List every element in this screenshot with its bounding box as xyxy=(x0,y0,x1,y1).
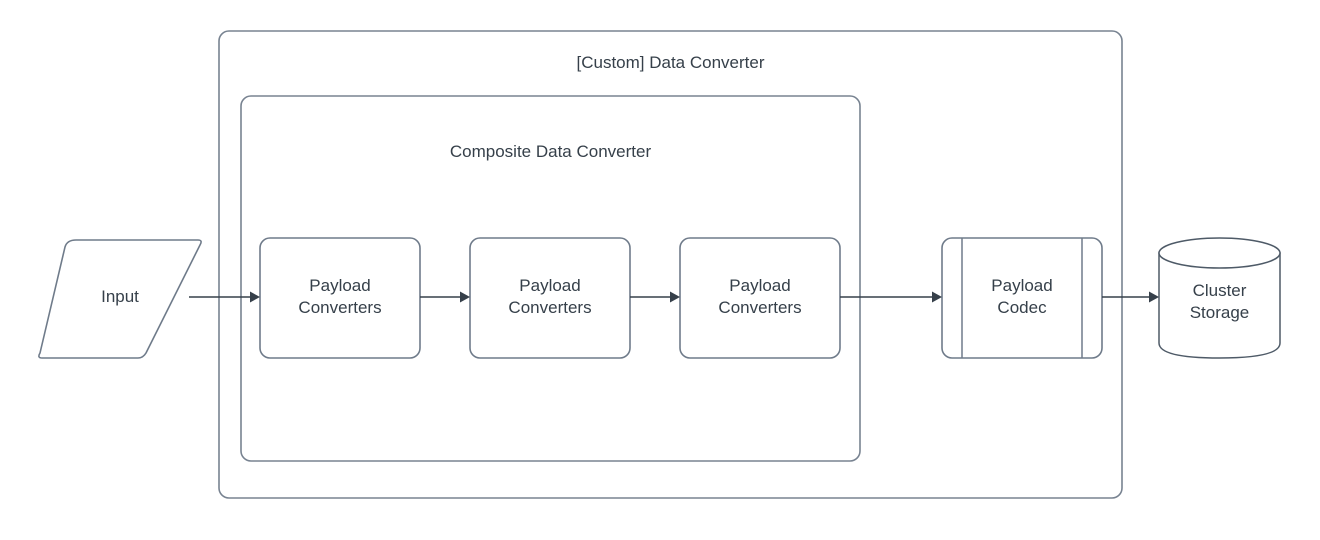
edge-converters-1-to-converters-2-arrowhead xyxy=(460,291,470,303)
edge-input-to-converters-1-arrowhead xyxy=(250,291,260,303)
node-payload-converters-3-shape[interactable] xyxy=(679,237,841,359)
node-payload-converters-2-shape[interactable] xyxy=(469,237,631,359)
edge-converters-3-to-payload-codec-arrowhead xyxy=(932,291,942,303)
container-custom-data-converter[interactable] xyxy=(218,30,1123,499)
edge-converters-2-to-converters-3-arrowhead xyxy=(670,291,680,303)
node-input-shape[interactable] xyxy=(38,239,202,359)
node-cluster-storage-body[interactable] xyxy=(1158,252,1281,359)
edge-payload-codec-to-cluster-storage-arrowhead xyxy=(1149,291,1159,303)
node-cluster-storage-top xyxy=(1158,237,1281,269)
node-payload-codec-shape[interactable] xyxy=(941,237,1103,359)
container-composite-data-converter[interactable] xyxy=(240,95,861,462)
node-payload-converters-1-shape[interactable] xyxy=(259,237,421,359)
